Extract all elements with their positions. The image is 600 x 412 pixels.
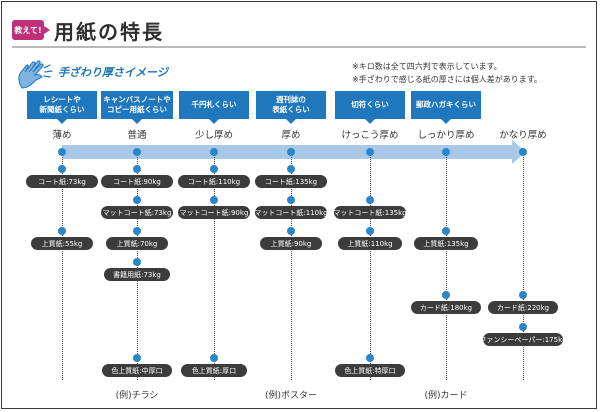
paper-pill: コート紙:90kg <box>101 175 173 188</box>
paper-dot <box>133 165 141 173</box>
paper-dot <box>287 165 295 173</box>
paper-pill: 上質紙:55kg <box>31 237 93 250</box>
paper-pill: 上質紙:70kg <box>106 237 168 250</box>
thickness-level: けっこう厚め <box>341 130 399 141</box>
hand-icon <box>18 60 53 89</box>
paper-pill: マットコート紙:73kg <box>101 206 173 219</box>
example-label: (例)チラシ <box>115 391 159 401</box>
thickness-label: 郵政ハガキくらい <box>411 91 481 124</box>
column-line <box>214 152 215 380</box>
paper-dot <box>519 323 527 331</box>
title-divider <box>12 46 586 48</box>
thickness-label: 週刊誌の 表紙くらい <box>256 91 326 124</box>
example-label: (例)ポスター <box>264 391 318 401</box>
paper-dot <box>133 258 141 266</box>
paper-dot <box>133 354 141 362</box>
paper-dot <box>366 227 374 235</box>
thickness-label: 切符くらい <box>335 91 405 124</box>
column-line <box>446 152 447 380</box>
paper-pill: マットコート紙:110kg <box>254 206 328 219</box>
paper-pill: コート紙:110kg <box>178 175 250 188</box>
thickness-label: 千円札くらい <box>179 91 249 124</box>
paper-dot <box>287 196 295 204</box>
paper-pill: 上質紙:110kg <box>338 237 402 250</box>
paper-dot <box>442 291 450 299</box>
paper-dot <box>210 196 218 204</box>
paper-dot <box>58 227 66 235</box>
paper-pill: 上質紙:135kg <box>414 237 478 250</box>
paper-pill: 書籍用紙:73kg <box>104 268 170 281</box>
paper-pill: マットコート紙:135kg <box>333 206 407 219</box>
paper-dot <box>366 354 374 362</box>
thickness-label: レシートや 新聞紙くらい <box>27 91 97 124</box>
paper-dot <box>366 196 374 204</box>
thickness-level: かなり厚め <box>499 130 547 141</box>
arrow-dot <box>58 148 66 156</box>
paper-pill: 色上質紙:厚口 <box>181 364 247 377</box>
page-title: 用紙の特長 <box>54 20 164 44</box>
note-line: ※手ざわりで感じる紙の厚さには個人差があります。 <box>352 75 542 84</box>
thickness-level: 普通 <box>127 130 147 141</box>
paper-pill: 色上質紙:中厚口 <box>102 364 172 377</box>
paper-pill: 色上質紙:特厚口 <box>335 364 405 377</box>
column-line <box>523 152 524 380</box>
arrow-dot <box>442 148 450 156</box>
paper-pill: マットコート紙:90kg <box>178 206 250 219</box>
paper-dot <box>58 165 66 173</box>
paper-dot <box>210 354 218 362</box>
column-line <box>291 152 292 380</box>
column-line <box>62 152 63 380</box>
paper-dot <box>287 227 295 235</box>
thickness-level: 少し厚め <box>194 130 234 141</box>
notes: ※キロ数は全て四六判で表示しています。 ※手ざわりで感じる紙の厚さには個人差があ… <box>352 60 542 86</box>
thickness-level: 厚め <box>281 130 301 141</box>
paper-dot <box>519 291 527 299</box>
paper-pill: コート紙:135kg <box>255 175 327 188</box>
paper-dot <box>133 227 141 235</box>
thickness-level: しっかり厚め <box>417 130 475 141</box>
paper-dot <box>442 227 450 235</box>
paper-pill: ファンシーペーパー:175kg <box>479 333 567 346</box>
paper-dot <box>210 165 218 173</box>
paper-pill: 上質紙:90kg <box>260 237 322 250</box>
example-label: (例)カード <box>424 391 468 401</box>
arrow-dot <box>519 148 527 156</box>
note-line: ※キロ数は全て四六判で表示しています。 <box>352 62 502 71</box>
arrow-dot <box>366 148 374 156</box>
thickness-level: 薄め <box>52 130 72 141</box>
badge: 教えて! <box>12 20 50 40</box>
thickness-label: キャンバスノートや コピー用紙くらい <box>101 91 173 124</box>
paper-pill: カード紙:220kg <box>488 301 558 314</box>
arrow-dot <box>133 148 141 156</box>
column-line <box>370 152 371 380</box>
arrow-dot <box>287 148 295 156</box>
paper-pill: カード紙:180kg <box>411 301 481 314</box>
paper-pill: コート紙:73kg <box>26 175 98 188</box>
column-line <box>137 152 138 380</box>
subtitle: 手ざわり厚さイメージ <box>58 66 168 79</box>
arrow-dot <box>210 148 218 156</box>
paper-dot <box>133 196 141 204</box>
